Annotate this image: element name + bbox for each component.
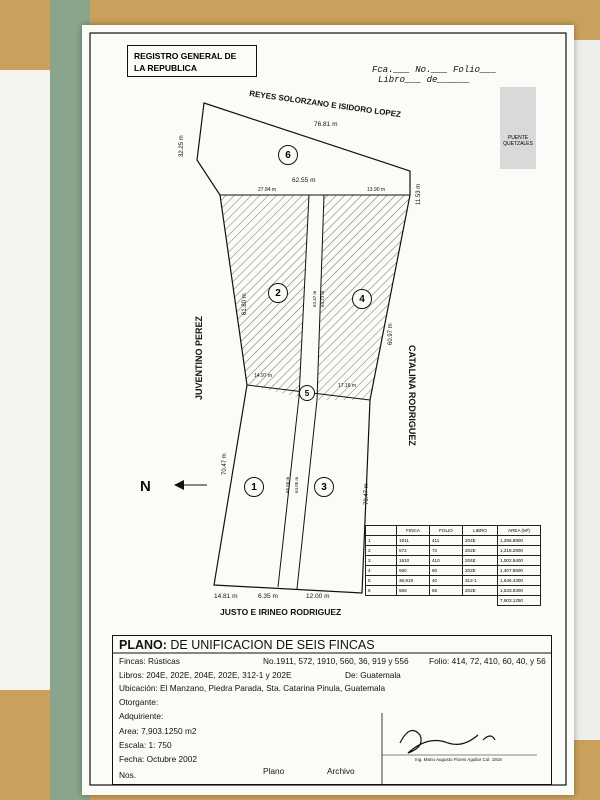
neighbor-west: JUVENTINO PEREZ [194, 315, 204, 400]
lot-3-marker: 3 [314, 477, 334, 497]
measure-south-left: 14.81 m [214, 593, 238, 600]
measure-west-top: 32.25 m [179, 135, 185, 157]
measure-south-road: 6.35 m [258, 593, 278, 600]
escala: Escala: 1: 750 [119, 740, 172, 750]
engineer-signature-caption: Ing. Mario Augusto Flores Aguilar Col. 1… [415, 757, 502, 762]
lot-6-marker: 6 [278, 145, 298, 165]
fincas-numbers: No.1911, 572, 1910, 560, 36, 919 y 556 [263, 656, 409, 666]
registry-box: REGISTRO GENERAL DE LA REPUBLICA [127, 45, 257, 77]
measure-top-right: 13.90 m [367, 187, 386, 193]
plano-title: DE UNIFICACION DE SEIS FINCAS [170, 638, 375, 652]
lot-4-marker: 4 [352, 289, 372, 309]
lot-1-marker: 1 [244, 477, 264, 497]
measure-lot2-west: 61.80 m [242, 293, 248, 315]
folio-header-line1: Fca.___ No.___ Folio___ [372, 65, 497, 75]
measure-top-left: 27.84 m [258, 187, 277, 193]
north-label: N [140, 478, 151, 495]
fincas-folios: Folio: 414, 72, 410, 60, 40, y 56 [429, 656, 546, 666]
fecha: Fecha: Octubre 2002 [119, 754, 197, 764]
title-block: PLANO: DE UNIFICACION DE SEIS FINCAS Fin… [112, 635, 552, 785]
measure-west-bottom: 70.47 m [222, 453, 228, 475]
registry-line1: REGISTRO GENERAL DE [134, 51, 237, 61]
parcel-outline [196, 102, 411, 594]
measure-east-top: 11.53 m [416, 183, 422, 205]
area-table-header: FINCA FOLIO LIBRO AREA (M²) [365, 525, 541, 536]
measure-mid-left: 14.97 m [254, 373, 273, 379]
measure-road-lower-a: 66.56 m [285, 476, 290, 493]
folio-header-line2: Libro___ de______ [378, 75, 470, 85]
measure-top-width: 62.55 m [292, 177, 316, 184]
measure-east-bottom: 70.47 m [364, 483, 370, 505]
table-total-row: 7,903.1250 [366, 595, 541, 606]
libros-de: De: Guatemala [345, 670, 401, 680]
plano-label-bottom: Plano [263, 766, 285, 776]
lot-5-marker: 5 [299, 385, 315, 401]
measure-road-upper-b: 64.73 m [320, 290, 325, 307]
neighbor-south: JUSTO E IRINEO RODRIGUEZ [220, 607, 342, 617]
measure-mid-right: 17.16 m [338, 383, 357, 389]
archivo-label: Archivo [327, 766, 355, 776]
measure-south-right: 12.00 m [306, 593, 330, 600]
plano-title-row: PLANO: DE UNIFICACION DE SEIS FINCAS [119, 638, 375, 652]
lot-2-marker: 2 [268, 283, 288, 303]
stamp-line2: QUETZALES [503, 141, 533, 147]
otorgante: Otorgante: [119, 697, 159, 707]
plan-drawing [89, 32, 567, 786]
adquiriente: Adquiriente: [119, 711, 164, 721]
fincas-type: Fincas: Rústicas [119, 656, 180, 666]
libros: Libros: 204E, 202E, 204E, 202E, 312-1 y … [119, 670, 292, 680]
plano-label: PLANO: [119, 638, 167, 652]
lot-2-hatched [220, 195, 309, 397]
area-total: 7,903.1250 [497, 595, 541, 606]
signature-scribble [399, 729, 496, 754]
measure-road-lower-b: 64.05 m [294, 476, 299, 493]
fiscal-stamp: PUENTE QUETZALES [500, 87, 536, 169]
neighbor-east: CATALINA RODRIGUEZ [407, 345, 417, 446]
stamp-line1: PUENTE [507, 135, 529, 141]
measure-road-upper-a: 63.47 m [312, 290, 317, 307]
sheet-border [89, 32, 567, 786]
registry-line2: LA REPUBLICA [134, 63, 197, 73]
measure-lot4-east: 60.97 m [388, 323, 394, 345]
ubicacion: Ubicación: El Manzano, Piedra Parada, St… [119, 683, 386, 693]
area-total-label: Area: 7,903.1250 m2 [119, 726, 197, 736]
nos-label: Nos. [119, 770, 137, 780]
measure-north: 76.81 m [314, 121, 338, 128]
survey-plan-sheet: REGISTRO GENERAL DE LA REPUBLICA Fca.___… [82, 25, 574, 795]
